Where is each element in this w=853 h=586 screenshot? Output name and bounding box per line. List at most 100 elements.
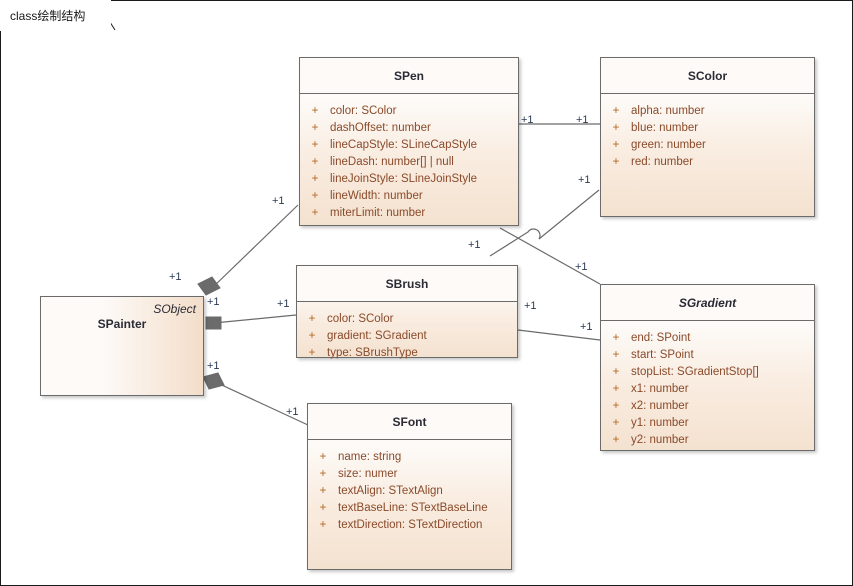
visibility-marker: + (311, 155, 319, 168)
sfont-class-name: SFont (308, 404, 511, 440)
attribute-text: color: SColor (330, 104, 397, 117)
attribute-row: + y2: number (601, 431, 814, 448)
visibility-marker: + (319, 450, 327, 463)
multiplicity-label-spainter-top: +1 (169, 271, 182, 283)
visibility-marker: + (612, 382, 620, 395)
spainter-class-name: SPainter (97, 317, 147, 331)
multiplicity-label-scolor-left: +1 (576, 114, 589, 126)
connector-sbrush-scolor (489, 189, 600, 257)
attribute-text: y2: number (631, 433, 689, 446)
attribute-row: + x2: number (601, 397, 814, 414)
diagram-tab-label[interactable]: class绘制结构 (0, 0, 112, 31)
connector-spainter-sbrush (213, 314, 297, 324)
visibility-marker: + (612, 399, 620, 412)
uml-class-sbrush[interactable]: SBrush + color: SColor + gradient: SGrad… (296, 265, 518, 361)
spainter-stereotype-label: SObject (153, 302, 196, 316)
visibility-marker: + (319, 501, 327, 514)
visibility-marker: + (308, 312, 316, 325)
attribute-text: type: SBrushType (327, 346, 418, 359)
visibility-marker: + (612, 433, 620, 446)
visibility-marker: + (612, 331, 620, 344)
attribute-text: red: number (631, 155, 694, 168)
visibility-marker: + (612, 365, 620, 378)
attribute-row: + name: string (308, 448, 511, 465)
attribute-text: alpha: number (631, 104, 705, 117)
composition-diamond-sbrush (205, 316, 222, 330)
uml-class-sgradient[interactable]: SGradient + end: SPoint + start: SPoint … (600, 284, 815, 451)
sgradient-class-name: SGradient (601, 285, 814, 321)
connector-spainter-sfont (212, 380, 309, 426)
attribute-text: textBaseLine: STextBaseLine (338, 501, 488, 514)
uml-class-sfont[interactable]: SFont + name: string + size: numer + tex… (307, 403, 512, 570)
multiplicity-label-spainter-bottom: +1 (207, 360, 220, 372)
attribute-row: + size: numer (308, 465, 511, 482)
attribute-text: end: SPoint (631, 331, 691, 344)
multiplicity-label-sfont-left: +1 (286, 406, 299, 418)
attribute-text: y1: number (631, 416, 689, 429)
visibility-marker: + (311, 104, 319, 117)
attribute-text: x1: number (631, 382, 689, 395)
attribute-text: blue: number (631, 121, 699, 134)
spen-attributes: + color: SColor + dashOffset: number + l… (300, 94, 518, 221)
multiplicity-label-sbrush-right: +1 (524, 300, 537, 312)
attribute-row: + textAlign: STextAlign (308, 482, 511, 499)
connector-spen-sgradient (499, 227, 601, 285)
attribute-row: + color: SColor (300, 102, 518, 119)
attribute-row: + textDirection: STextDirection (308, 516, 511, 533)
attribute-row: + color: SColor (297, 310, 517, 327)
attribute-row: + lineCapStyle: SLineCapStyle (300, 136, 518, 153)
attribute-row: + end: SPoint (601, 329, 814, 346)
visibility-marker: + (308, 346, 316, 359)
multiplicity-label-spainter-mid: +1 (207, 296, 220, 308)
attribute-text: gradient: SGradient (327, 329, 427, 342)
visibility-marker: + (319, 518, 327, 531)
visibility-marker: + (612, 348, 620, 361)
attribute-row: + blue: number (601, 119, 814, 136)
multiplicity-label-spen-left: +1 (272, 195, 285, 207)
attribute-text: dashOffset: number (330, 121, 431, 134)
multiplicity-label-sgradient-upleft: +1 (575, 261, 588, 273)
attribute-text: lineCapStyle: SLineCapStyle (330, 138, 478, 151)
composition-diamond-spen (197, 276, 221, 296)
attribute-text: start: SPoint (631, 348, 694, 361)
multiplicity-label-sgradient-left: +1 (580, 321, 593, 333)
sbrush-class-name: SBrush (297, 266, 517, 302)
multiplicity-label-sbrush-upright: +1 (468, 239, 481, 251)
connector-sbrush-sgradient (517, 329, 601, 341)
attribute-text: size: numer (338, 467, 398, 480)
attribute-row: + stopList: SGradientStop[] (601, 363, 814, 380)
visibility-marker: + (319, 467, 327, 480)
attribute-row: + green: number (601, 136, 814, 153)
visibility-marker: + (612, 138, 620, 151)
attribute-text: x2: number (631, 399, 689, 412)
attribute-text: lineJoinStyle: SLineJoinStyle (330, 172, 478, 185)
attribute-text: stopList: SGradientStop[] (631, 365, 759, 378)
uml-class-spainter[interactable]: SObject SPainter (40, 296, 204, 396)
visibility-marker: + (311, 121, 319, 134)
visibility-marker: + (311, 138, 319, 151)
visibility-marker: + (308, 329, 316, 342)
connector-spainter-spen (211, 204, 299, 289)
attribute-row: + lineWidth: number (300, 187, 518, 204)
attribute-row: + alpha: number (601, 102, 814, 119)
attribute-text: textDirection: STextDirection (338, 518, 483, 531)
multiplicity-label-sbrush-left: +1 (277, 298, 290, 310)
multiplicity-label-spen-right: +1 (521, 114, 534, 126)
uml-class-scolor[interactable]: SColor + alpha: number + blue: number + … (600, 57, 815, 217)
visibility-marker: + (311, 189, 319, 202)
scolor-class-name: SColor (601, 58, 814, 94)
sfont-attributes: + name: string + size: numer + textAlign… (308, 440, 511, 533)
attribute-row: + lineDash: number[] | null (300, 153, 518, 170)
attribute-text: color: SColor (327, 312, 394, 325)
attribute-row: + type: SBrushType (297, 344, 517, 361)
attribute-row: + lineJoinStyle: SLineJoinStyle (300, 170, 518, 187)
multiplicity-label-scolor-lower: +1 (578, 174, 591, 186)
attribute-row: + dashOffset: number (300, 119, 518, 136)
attribute-row: + miterLimit: number (300, 204, 518, 221)
visibility-marker: + (319, 484, 327, 497)
attribute-text: miterLimit: number (330, 206, 426, 219)
uml-class-spen[interactable]: SPen + color: SColor + dashOffset: numbe… (299, 57, 519, 226)
visibility-marker: + (311, 206, 319, 219)
attribute-text: lineWidth: number (330, 189, 423, 202)
